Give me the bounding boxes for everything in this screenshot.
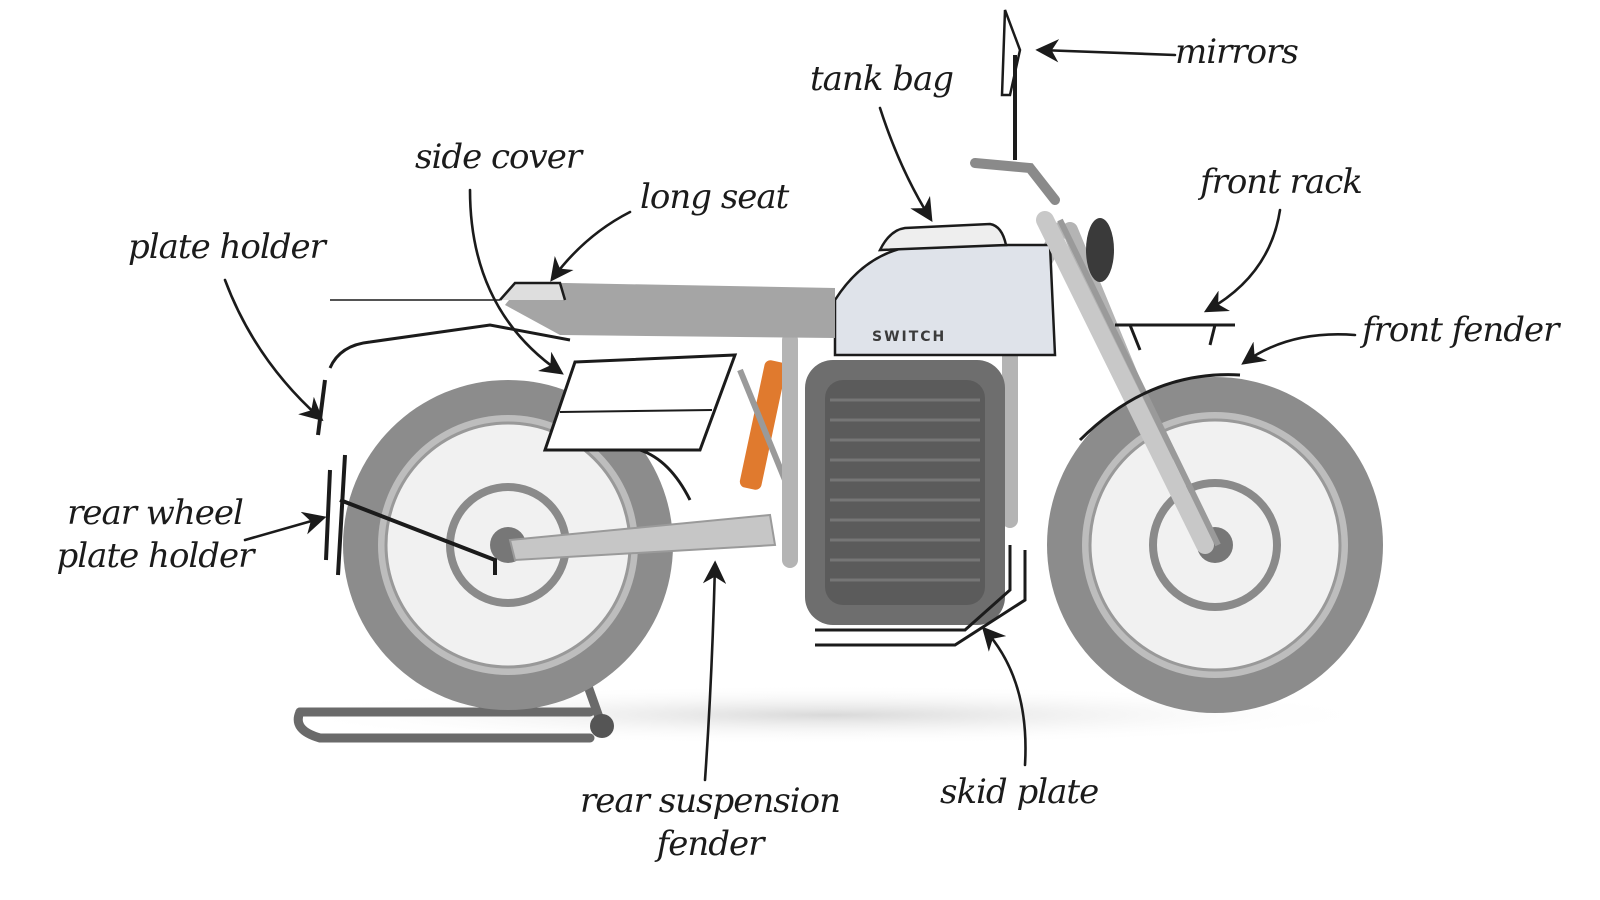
label-rear-suspension-fender: rear suspension fender [580, 780, 841, 865]
front-fender-shape [1078, 373, 1241, 442]
label-rear-suspension-fender-line2: fender [656, 823, 765, 864]
label-rear-wheel-plate-holder: rear wheel plate holder [55, 492, 255, 577]
mirror-shape [1000, 9, 1022, 160]
stand-wheel [590, 714, 614, 738]
label-tank-bag: tank bag [810, 59, 954, 99]
label-rear-wheel-plate-holder-line2: plate holder [56, 535, 255, 576]
label-plate-holder: plate holder [128, 227, 326, 267]
skid-plate-shape-2 [815, 550, 1027, 647]
rear-shock [737, 360, 788, 490]
front-rack-shape [1115, 323, 1235, 351]
label-side-cover: side cover [415, 137, 582, 177]
skid-plate-shape [815, 545, 1012, 632]
side-cover-shape [542, 353, 738, 452]
tank-bag-shape [877, 222, 1008, 252]
label-front-rack: front rack [1200, 162, 1363, 202]
tank-body [833, 243, 1057, 357]
battery-pack [805, 360, 1005, 625]
handlebars [970, 158, 1060, 205]
plate-holder-shape [328, 323, 571, 369]
label-front-fender: front fender [1362, 310, 1559, 350]
swingarm [508, 513, 777, 562]
label-long-seat: long seat [640, 177, 789, 217]
label-mirrors: mirrors [1175, 32, 1299, 72]
label-skid-plate: skid plate [940, 772, 1099, 812]
seat-outline [499, 281, 567, 301]
front-forks [1036, 211, 1214, 554]
rear-fender-shape [639, 448, 692, 501]
label-rear-wheel-plate-holder-line1: rear wheel [67, 493, 244, 533]
brand-text: SWITCH [872, 329, 946, 345]
headlight [1086, 218, 1114, 282]
seat-shape [505, 283, 835, 338]
label-rear-suspension-fender-line1: rear suspension [580, 781, 841, 821]
annotation-arrows [223, 39, 1357, 782]
rear-wheel-plate-holder-shape [324, 454, 497, 576]
